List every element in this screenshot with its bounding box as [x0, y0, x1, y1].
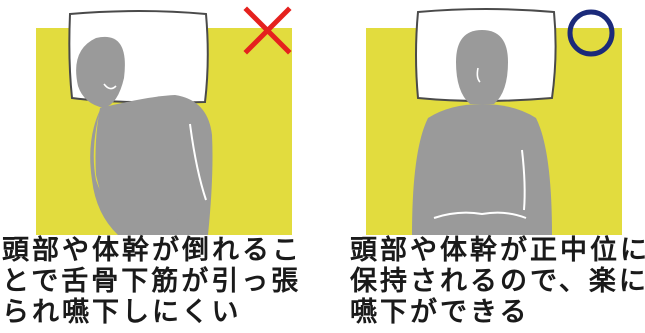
circle-mark-icon: [567, 9, 615, 57]
incorrect-posture-caption: 頭部や体幹が倒れるこ とで舌骨下筋が引っ張 られ嚥下しにくい: [2, 235, 302, 328]
incorrect-posture-panel: 頭部や体幹が倒れるこ とで舌骨下筋が引っ張 られ嚥下しにくい: [0, 0, 300, 333]
upright-body-figure: [412, 30, 552, 235]
tilted-body-figure: [76, 36, 213, 235]
caption-line: 嚥下ができる: [350, 297, 530, 328]
correct-posture-panel: 頭部や体幹が正中位に 保持されるので、楽に 嚥下ができる: [330, 0, 645, 333]
caption-line: とで舌骨下筋が引っ張: [2, 266, 302, 297]
caption-line: 頭部や体幹が正中位に: [350, 235, 645, 266]
tilted-posture-illustration: [36, 6, 292, 235]
cross-mark-icon: [243, 6, 292, 55]
caption-line: 保持されるので、楽に: [350, 266, 645, 297]
caption-line: 頭部や体幹が倒れるこ: [2, 235, 302, 266]
upright-posture-illustration: [366, 8, 622, 235]
correct-posture-caption: 頭部や体幹が正中位に 保持されるので、楽に 嚥下ができる: [350, 235, 645, 328]
caption-line: られ嚥下しにくい: [2, 297, 242, 328]
